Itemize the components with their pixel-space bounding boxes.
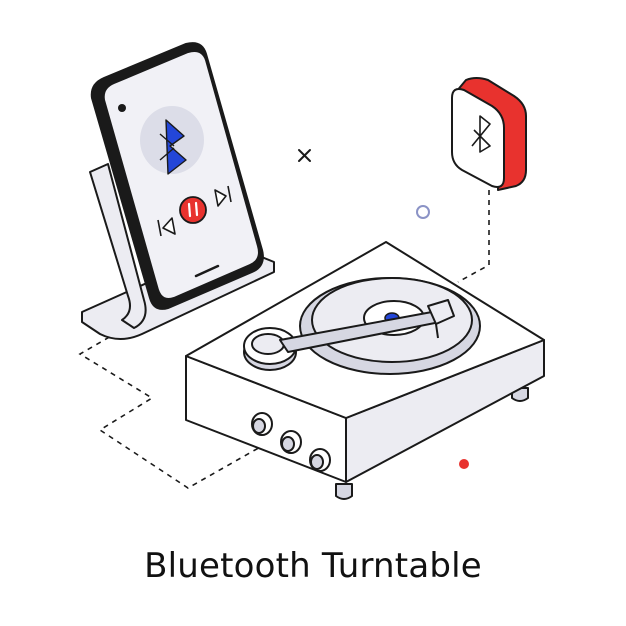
turntable-knobs xyxy=(251,412,331,472)
connection-dashes xyxy=(78,180,490,489)
previous-track-icon xyxy=(157,217,176,237)
next-track-icon xyxy=(214,185,232,207)
tonearm xyxy=(279,299,455,353)
bluetooth-badge xyxy=(451,77,527,191)
pause-icon xyxy=(179,196,207,224)
phone-camera-dot xyxy=(118,104,126,112)
turntable xyxy=(185,241,545,500)
phone-home-bar xyxy=(194,264,220,278)
smartphone xyxy=(90,42,264,310)
decor-red-dot xyxy=(459,459,469,469)
tonearm-base xyxy=(243,327,297,371)
bluetooth-turntable-illustration xyxy=(78,42,545,500)
caption-title: Bluetooth Turntable xyxy=(144,546,482,586)
decor-circle xyxy=(416,205,430,219)
bluetooth-icon xyxy=(471,115,491,153)
knob xyxy=(309,448,331,472)
decor-x-mark xyxy=(298,149,311,162)
knob xyxy=(251,412,273,436)
knob xyxy=(280,430,302,454)
bluetooth-icon xyxy=(159,119,187,175)
